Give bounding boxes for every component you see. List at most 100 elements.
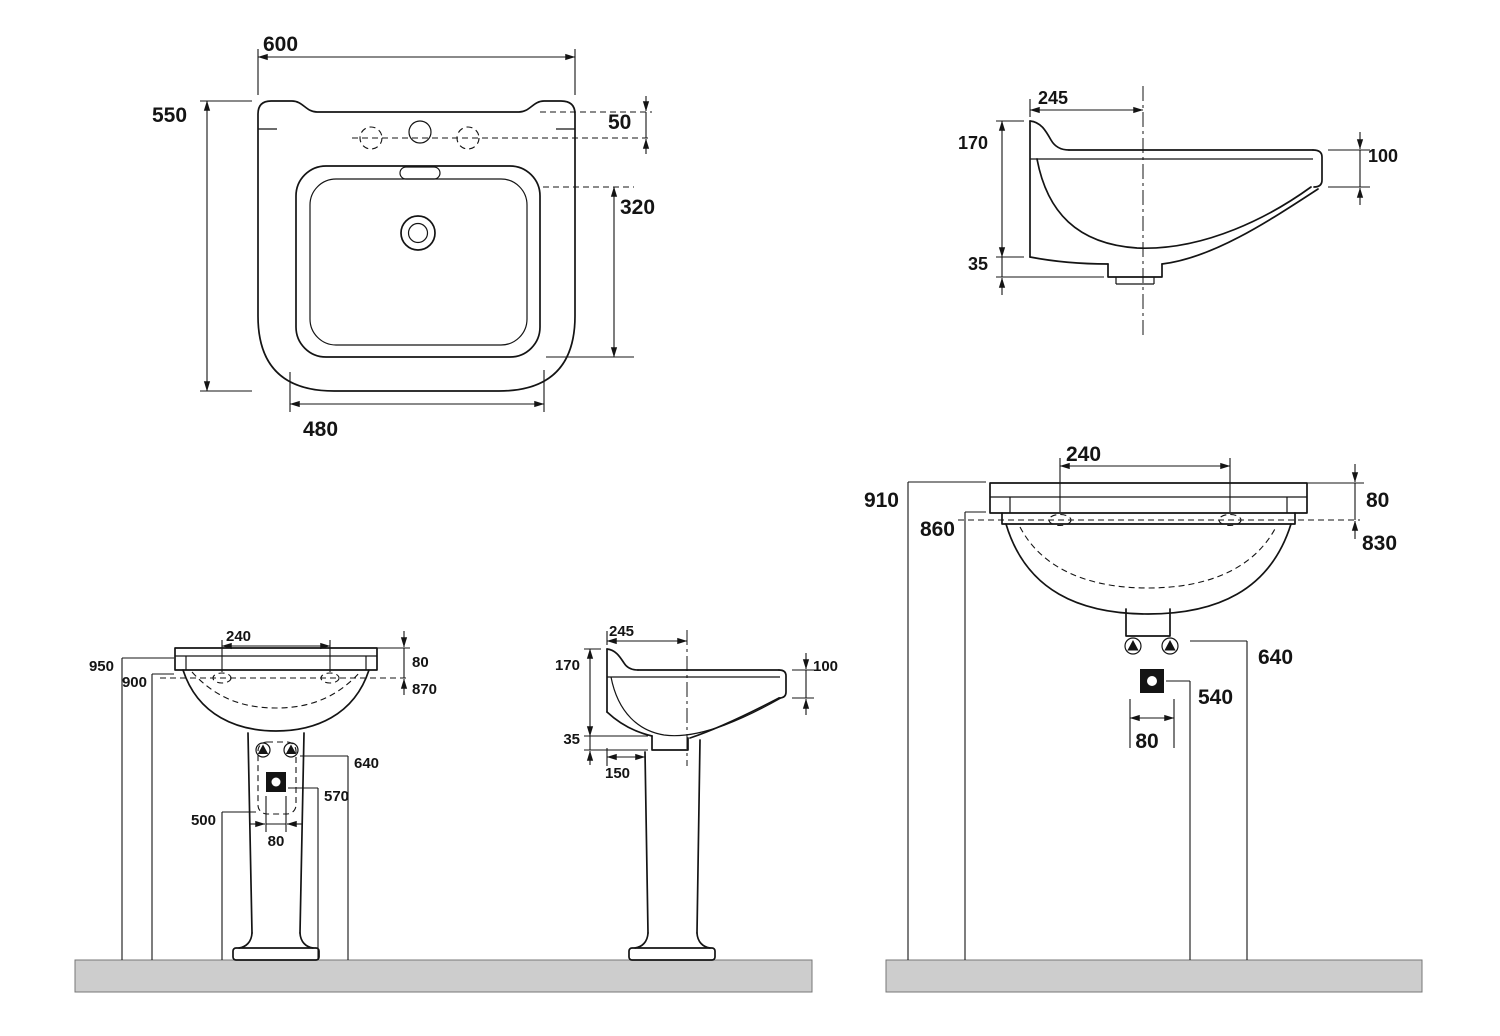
dim-80-holes: 80 bbox=[377, 631, 429, 695]
tap-axis-lines bbox=[352, 111, 652, 139]
bowl-front bbox=[1005, 523, 1292, 615]
dim-label-550: 550 bbox=[152, 104, 187, 127]
dim-label-35: 35 bbox=[563, 731, 580, 748]
side-pedestal-geometry bbox=[606, 630, 787, 961]
dim-35-side: 35 bbox=[563, 731, 648, 765]
bowl-front bbox=[182, 669, 370, 732]
fixing-hole-left bbox=[212, 672, 232, 684]
front-pedestal-geometry bbox=[160, 647, 408, 961]
dim-900: 900 bbox=[122, 673, 174, 960]
fixing-hole-right bbox=[320, 672, 340, 684]
dim-320: 320 bbox=[543, 186, 655, 358]
dim-label-860: 860 bbox=[920, 518, 955, 541]
front-wall-view: 240 910 860 80 830 640 540 80 bbox=[864, 443, 1397, 960]
underside bbox=[606, 697, 780, 739]
dim-label-240: 240 bbox=[226, 628, 251, 645]
plan-basin-geometry bbox=[257, 100, 652, 392]
bowl-inner bbox=[309, 178, 528, 346]
drain-boss bbox=[651, 735, 689, 751]
fixing-hole-right bbox=[1218, 513, 1242, 527]
dim-245-side: 245 bbox=[606, 623, 688, 645]
waste-outlet-hole bbox=[1147, 676, 1157, 686]
dim-label-170: 170 bbox=[958, 133, 988, 153]
front-apron bbox=[1312, 149, 1323, 188]
dim-label-150: 150 bbox=[605, 765, 630, 782]
pedestal-base-flare bbox=[634, 932, 711, 949]
bolt-triangle-left bbox=[1127, 640, 1139, 651]
dim-label-480: 480 bbox=[303, 418, 338, 441]
rim-slab-midline bbox=[990, 496, 1307, 513]
bolt-triangle-right bbox=[1164, 640, 1176, 651]
floor-line-left bbox=[74, 959, 813, 993]
side-section-view: 245 170 35 100 bbox=[958, 86, 1398, 336]
dim-170: 170 bbox=[958, 120, 1024, 258]
dim-240-wall: 240 bbox=[1059, 443, 1231, 512]
drain-boss bbox=[1125, 608, 1171, 637]
bowl-rim bbox=[295, 165, 541, 358]
under-rim-strip bbox=[1001, 512, 1296, 525]
pedestal-base-flare bbox=[238, 932, 314, 949]
pedestal-base bbox=[232, 947, 320, 961]
dim-550: 550 bbox=[152, 100, 252, 392]
bowl-section bbox=[1036, 158, 1312, 249]
dim-label-640: 640 bbox=[354, 755, 379, 772]
dim-910: 910 bbox=[864, 481, 986, 960]
dim-600: 600 bbox=[257, 33, 576, 95]
drain-boss bbox=[1107, 263, 1163, 278]
dim-label-600: 600 bbox=[263, 33, 298, 56]
basin-outline bbox=[257, 100, 576, 392]
dim-label-35: 35 bbox=[968, 254, 988, 274]
dim-label-100: 100 bbox=[1368, 146, 1398, 166]
front-wall-geometry bbox=[958, 482, 1360, 693]
dim-label-80-holes: 80 bbox=[412, 654, 429, 671]
bolt-triangle-right bbox=[285, 744, 297, 754]
drain-hole-inner bbox=[407, 222, 429, 244]
pedestal-sides bbox=[644, 739, 701, 934]
dim-480: 480 bbox=[289, 370, 545, 441]
drain-boss-flange bbox=[1115, 277, 1155, 285]
bowl-inner-hidden bbox=[191, 671, 361, 709]
pedestal-base bbox=[628, 947, 716, 961]
dim-100-side: 100 bbox=[792, 653, 838, 715]
waste-outlet-hole bbox=[271, 777, 281, 787]
bolt-symbol-left bbox=[1124, 637, 1142, 655]
plan-view: 600 550 50 320 480 bbox=[152, 33, 655, 441]
dim-540: 540 bbox=[1166, 680, 1233, 960]
rim-slab bbox=[989, 482, 1308, 514]
dim-50: 50 bbox=[608, 96, 650, 154]
dim-label-100: 100 bbox=[813, 658, 838, 675]
backsplash-profile bbox=[606, 648, 639, 671]
bolt-symbol-right bbox=[1161, 637, 1179, 655]
dim-label-320: 320 bbox=[620, 196, 655, 219]
dim-label-540: 540 bbox=[1198, 686, 1233, 709]
dim-label-170: 170 bbox=[555, 657, 580, 674]
dim-80-holes-wall: 80 bbox=[1307, 464, 1389, 539]
dim-label-950: 950 bbox=[89, 658, 114, 675]
rim-slab-midline bbox=[175, 655, 377, 670]
side-section-geometry bbox=[1029, 86, 1323, 336]
dim-label-870: 870 bbox=[412, 681, 437, 698]
floor-line-right bbox=[885, 959, 1423, 993]
dim-640-wall: 640 bbox=[1190, 640, 1293, 960]
bolt-triangle-left bbox=[257, 744, 269, 754]
front-apron bbox=[778, 669, 787, 699]
backsplash-profile bbox=[1029, 120, 1070, 151]
dim-640-pedestal: 640 bbox=[300, 755, 379, 960]
trap-hidden-outline bbox=[257, 741, 297, 815]
dim-label-80-outlet: 80 bbox=[1135, 730, 1158, 753]
underside bbox=[1029, 188, 1319, 265]
dim-240-pedestal: 240 bbox=[221, 628, 331, 672]
dim-500: 500 bbox=[191, 811, 256, 960]
fixing-hole-left bbox=[1048, 513, 1072, 527]
dim-80-outlet: 80 bbox=[249, 796, 303, 850]
bowl-section bbox=[610, 676, 782, 737]
dim-label-50: 50 bbox=[608, 111, 631, 134]
dim-label-240: 240 bbox=[1066, 443, 1101, 466]
dim-label-245: 245 bbox=[609, 623, 634, 640]
dim-35: 35 bbox=[968, 254, 1104, 295]
dim-label-80-holes: 80 bbox=[1366, 489, 1389, 512]
dim-860: 860 bbox=[920, 511, 986, 960]
dim-245: 245 bbox=[1029, 88, 1144, 117]
